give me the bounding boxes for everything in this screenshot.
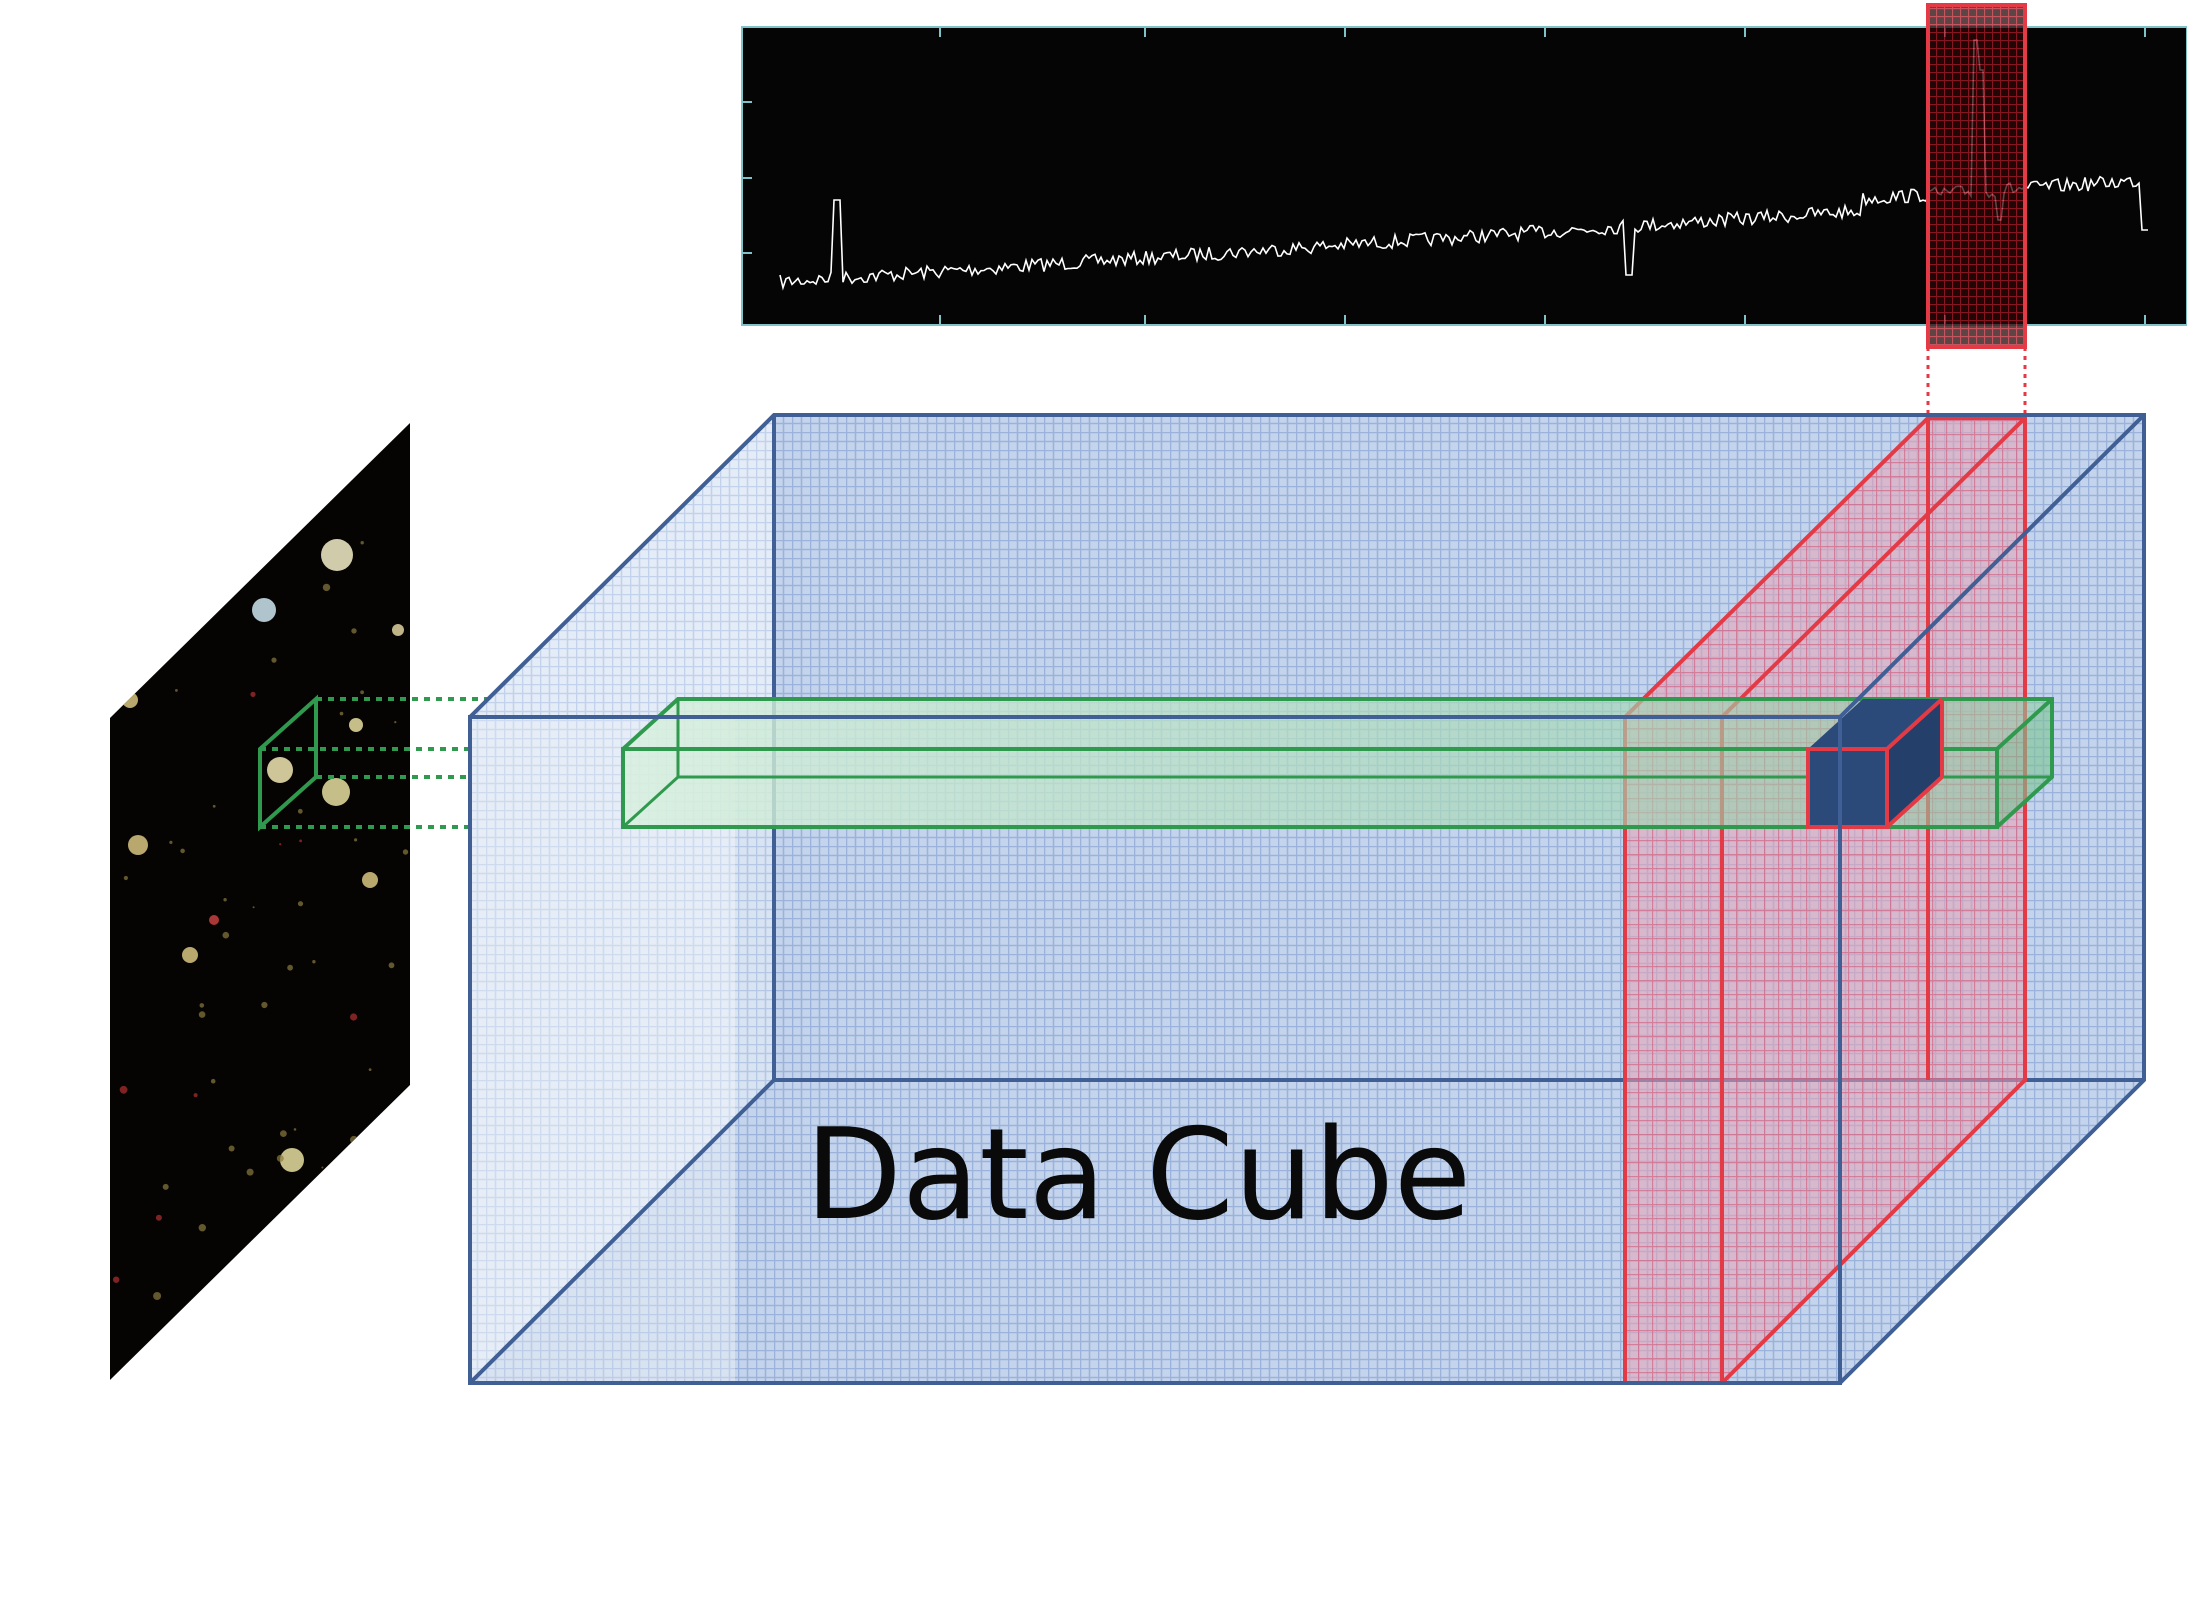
sky-source bbox=[155, 1214, 162, 1221]
sky-source bbox=[354, 1275, 361, 1282]
sky-source bbox=[175, 689, 178, 692]
sky-source bbox=[293, 1262, 301, 1270]
spectrum-line bbox=[779, 39, 2148, 291]
sky-source bbox=[272, 1300, 279, 1306]
sky-source bbox=[280, 1130, 287, 1137]
sky-source bbox=[196, 1354, 199, 1357]
sky-source bbox=[287, 964, 293, 971]
sky-source bbox=[350, 1013, 358, 1021]
sky-source bbox=[194, 505, 200, 510]
sky-source bbox=[199, 1003, 205, 1008]
sky-source bbox=[349, 718, 363, 732]
sky-source bbox=[303, 1336, 308, 1341]
sky-source bbox=[178, 618, 181, 622]
sky-source bbox=[293, 1128, 297, 1131]
spectrum-slice-highlight bbox=[1926, 3, 2027, 349]
sky-source bbox=[119, 1085, 128, 1094]
voxel-front-face bbox=[1808, 749, 1887, 827]
sky-source bbox=[210, 1078, 216, 1084]
sky-source bbox=[322, 583, 331, 592]
sky-source bbox=[162, 1183, 169, 1190]
sky-source bbox=[297, 808, 303, 814]
cube-label: Data Cube bbox=[805, 1101, 1471, 1248]
sky-source bbox=[339, 711, 344, 716]
sky-source bbox=[128, 835, 148, 855]
cube-front-edges bbox=[468, 413, 2146, 1385]
sky-source bbox=[402, 849, 409, 855]
sky-source bbox=[279, 843, 282, 846]
spaxel-column bbox=[621, 697, 2054, 829]
sky-source bbox=[208, 1353, 214, 1359]
sky-source bbox=[113, 1276, 120, 1283]
voxel-side-face bbox=[1887, 699, 1942, 827]
sky-source bbox=[280, 1148, 304, 1172]
sky-source bbox=[351, 628, 357, 634]
sky-source bbox=[193, 1093, 198, 1098]
sky-source bbox=[250, 691, 256, 698]
sky-source bbox=[228, 1145, 235, 1152]
sky-source bbox=[322, 778, 350, 806]
sky-source bbox=[122, 692, 138, 708]
sky-source bbox=[392, 624, 404, 636]
sky-source bbox=[261, 1001, 268, 1009]
sky-source bbox=[312, 960, 316, 964]
sky-source bbox=[388, 962, 395, 969]
sky-source bbox=[222, 931, 230, 939]
sky-source bbox=[297, 901, 304, 907]
sky-source bbox=[271, 657, 277, 663]
data-cube: Data Cube bbox=[468, 413, 2146, 1385]
sky-source bbox=[362, 872, 378, 888]
sky-source bbox=[394, 721, 397, 724]
spaxel-top-face bbox=[623, 699, 2052, 749]
sky-source bbox=[123, 875, 128, 881]
sky-source bbox=[321, 1166, 324, 1169]
sky-source bbox=[198, 1011, 206, 1018]
sky-source bbox=[157, 630, 160, 634]
sky-source bbox=[212, 804, 216, 808]
sky-image-background bbox=[110, 423, 410, 1380]
sky-source bbox=[276, 1154, 284, 1162]
sky-source bbox=[223, 898, 227, 902]
sky-source bbox=[321, 539, 353, 571]
sky-source bbox=[130, 605, 133, 608]
sky-source bbox=[328, 1257, 334, 1263]
spectrum-ticks bbox=[742, 27, 2146, 325]
sky-source bbox=[267, 757, 293, 783]
sky-source bbox=[299, 839, 302, 843]
slice-top-face bbox=[1625, 418, 2025, 717]
sky-source bbox=[182, 947, 198, 963]
sky-source bbox=[169, 840, 173, 845]
sky-source bbox=[296, 486, 301, 491]
sky-source bbox=[360, 690, 364, 695]
slice-side-face bbox=[1722, 418, 2025, 1383]
sky-source bbox=[139, 595, 143, 600]
sky-source bbox=[350, 1135, 358, 1144]
sky-source bbox=[198, 1224, 206, 1232]
sky-source bbox=[209, 915, 219, 925]
sky-source bbox=[297, 1241, 304, 1248]
sky-source bbox=[368, 1068, 372, 1071]
sky-source bbox=[246, 1168, 254, 1176]
sky-source bbox=[354, 838, 358, 842]
spaxel-end-face bbox=[1997, 699, 2052, 827]
spectrum-panel bbox=[741, 3, 2187, 418]
sky-source bbox=[180, 848, 185, 854]
sky-source bbox=[356, 1339, 363, 1346]
sky-source bbox=[153, 1292, 162, 1300]
spaxel-front-face bbox=[623, 749, 1997, 827]
sky-source bbox=[360, 541, 364, 545]
sky-source bbox=[252, 906, 255, 909]
sky-source bbox=[252, 598, 276, 622]
